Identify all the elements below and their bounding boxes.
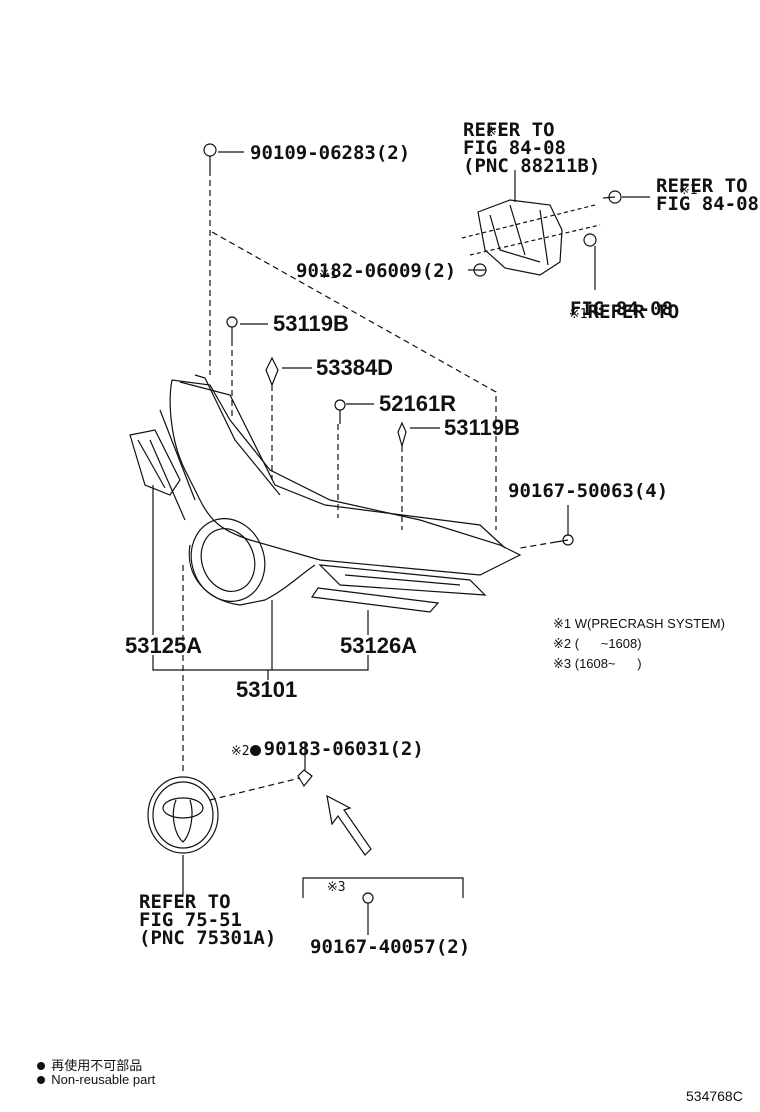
part-52161r: 52161R [379, 391, 457, 416]
ref-lower-mark: ※1 [568, 307, 588, 322]
ref-sensor-line3: (PNC 88211B) [463, 155, 601, 177]
part-90182-06009: 90182-06009(2) [296, 260, 457, 282]
legend-en-text: Non-reusable part [51, 1072, 156, 1087]
side-bracket [129, 429, 181, 496]
part-53125a: 53125A [125, 633, 203, 658]
ref-right-line1: REFER TO [656, 175, 748, 197]
part-53119b-lower: 53119B [444, 415, 520, 440]
part-90182-mark: ※1 [296, 242, 338, 285]
ref-lower: ※1REFER TO [546, 282, 679, 325]
ref-right-line2: FIG 84-08 [656, 193, 759, 215]
legend-dot-1 [37, 1062, 46, 1070]
note-2: ※2 ( ~1608) [553, 636, 642, 651]
non-reusable-dot [249, 745, 261, 756]
part-53384d: 53384D [316, 355, 394, 380]
note-3: ※3 (1608~ ) [553, 656, 642, 671]
ref-emblem-line3: (PNC 75301A) [139, 927, 277, 949]
legend-jp: 再使用不可部品 [30, 1040, 142, 1074]
legend-en: Non-reusable part [30, 1057, 155, 1087]
part-90109-06283: 90109-06283(2) [250, 142, 411, 164]
ref-sensor-line1: REFER TO [463, 119, 555, 141]
part-90167-40057-mark-text: ※3 [326, 880, 346, 895]
legend-dot-2 [37, 1076, 46, 1084]
part-90167-40057-mark: ※3 [304, 855, 346, 898]
ref-lower-line2: FIG 84-08 [570, 298, 673, 320]
part-90182-mark-text: ※1 [318, 267, 338, 282]
ref-right-mark-text: ※1 [678, 183, 698, 198]
part-53119b-upper: 53119B [273, 311, 349, 336]
legend-jp-text: 再使用不可部品 [51, 1058, 143, 1073]
part-90167-50063: 90167-50063(4) [508, 480, 669, 502]
part-90183-06031: ※2 90183-06031(2) [208, 719, 424, 762]
ref-sensor: ※1 [463, 100, 505, 143]
part-90167-40057: 90167-40057(2) [310, 936, 471, 958]
part-90183-mark: ※2 [230, 744, 250, 759]
ref-right-mark: ※1 [656, 158, 698, 201]
direction-arrow [326, 794, 372, 856]
ref-emblem-line1: REFER TO [139, 891, 231, 913]
ref-sensor-mark: ※1 [485, 125, 505, 140]
ref-sensor-line2: FIG 84-08 [463, 137, 566, 159]
grille-body [169, 379, 522, 576]
ref-lower-line1: REFER TO [587, 301, 680, 323]
part-53101: 53101 [236, 677, 298, 702]
ref-emblem-line2: FIG 75-51 [139, 909, 242, 931]
note-1: ※1 W(PRECRASH SYSTEM) [553, 616, 725, 631]
figure-code: 534768C [686, 1088, 743, 1104]
part-90183-number: 90183-06031(2) [263, 738, 424, 760]
part-53126a: 53126A [340, 633, 418, 658]
toyota-emblem [147, 776, 219, 854]
lower-strip [310, 587, 440, 613]
